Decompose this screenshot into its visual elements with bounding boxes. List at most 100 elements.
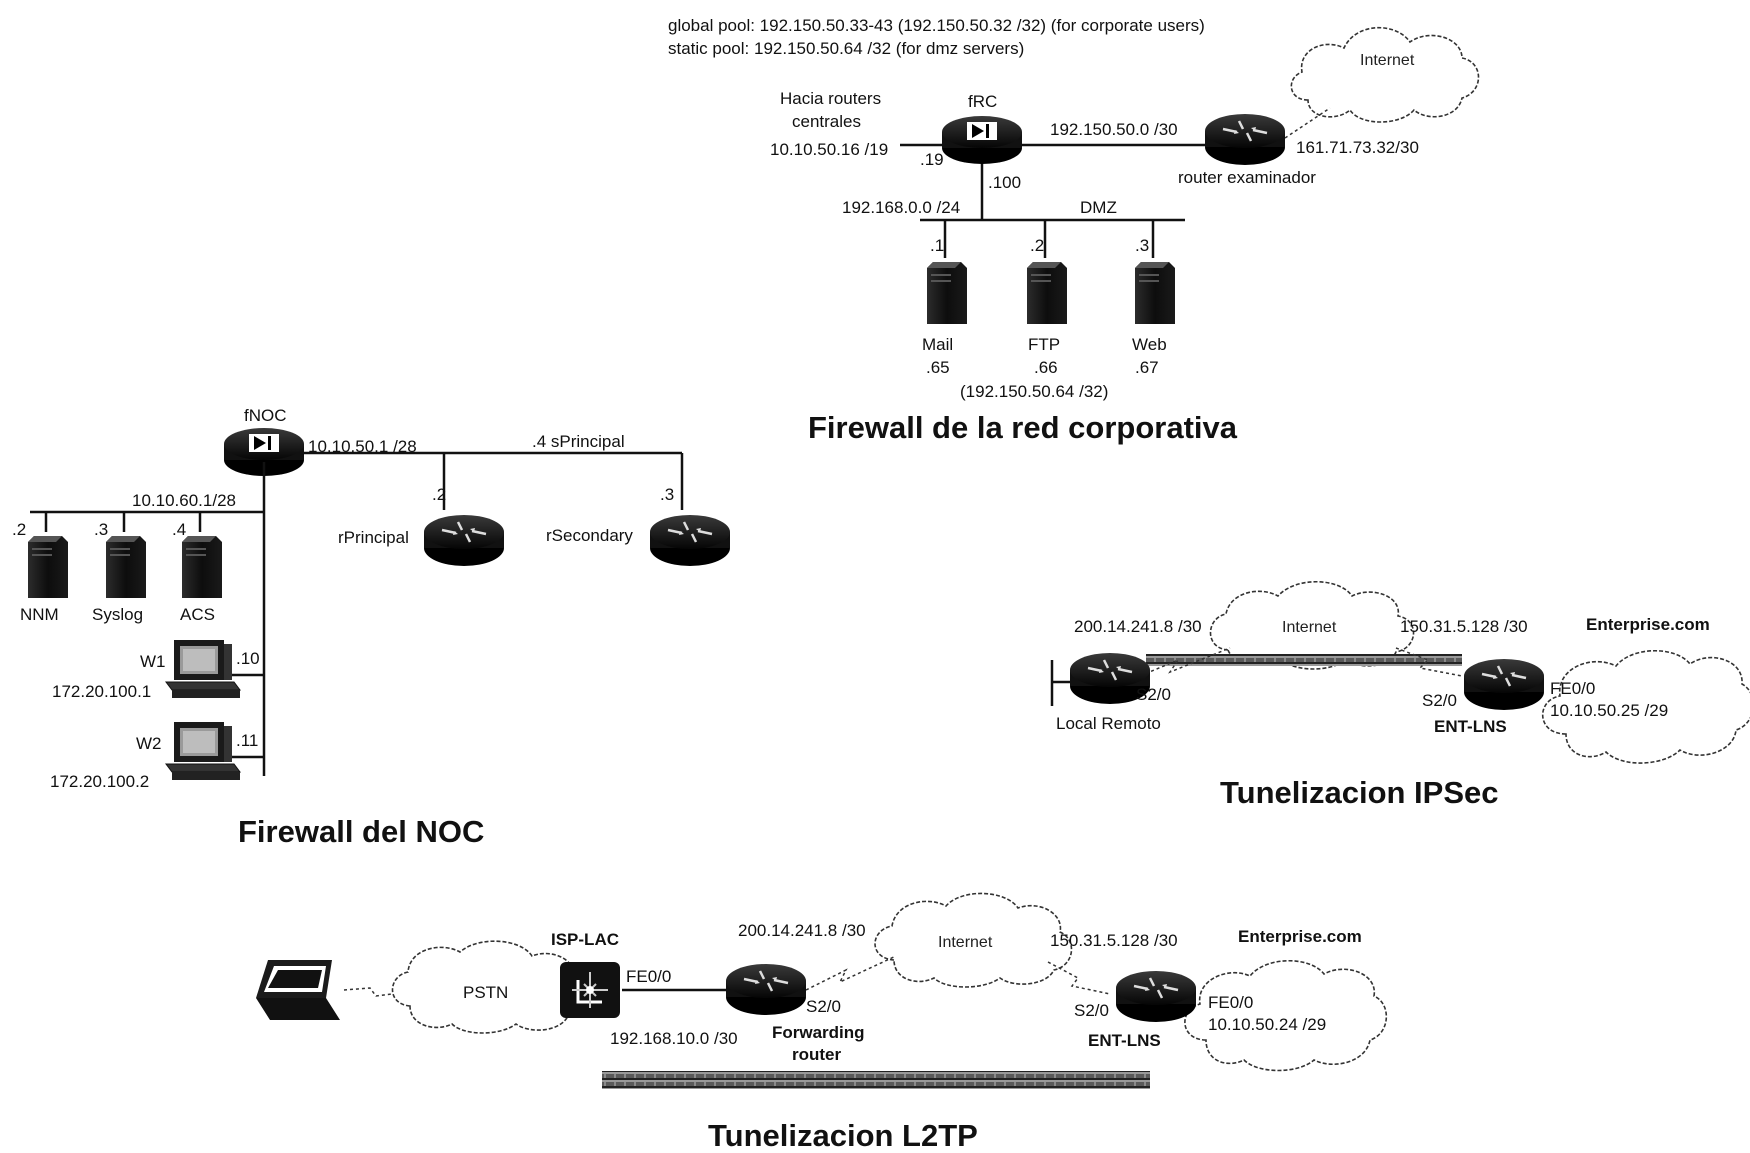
- workstation-addr: 172.20.100.1: [52, 682, 151, 701]
- fnoc-label: fNOC: [244, 406, 287, 425]
- server-name: NNM: [20, 605, 59, 624]
- router-examinador-label: router examinador: [1178, 168, 1316, 187]
- ent-lns-label: ENT-LNS: [1434, 717, 1507, 736]
- internet-cloud: [874, 892, 1073, 988]
- wan-net-label: 192.150.50.0 /30: [1050, 120, 1178, 139]
- l2tp-title: Tunelizacion L2TP: [708, 1118, 978, 1153]
- hacia-label-1: Hacia routers: [780, 89, 881, 108]
- fe-label: FE0/0: [1550, 679, 1595, 698]
- l2tp-tunnel: [602, 1071, 1150, 1089]
- forwarding-if-label: S2/0: [806, 997, 841, 1016]
- hacia-label-2: centrales: [792, 112, 861, 131]
- server-name: FTP: [1028, 335, 1060, 354]
- server-ip: .4: [172, 520, 186, 539]
- workstation-ip: .10: [236, 649, 260, 668]
- forwarding-serial-link: [805, 955, 897, 991]
- ent-lns-router-icon: [1462, 657, 1546, 712]
- dmz-server-ftp: .2 FTP .66: [1027, 236, 1067, 377]
- server-nat: .65: [926, 358, 950, 377]
- fe-net-label: 10.10.50.25 /29: [1550, 701, 1668, 720]
- lns-serial-link: [1047, 961, 1111, 995]
- ipsec-left-net: 200.14.241.8 /30: [1074, 617, 1202, 636]
- global-pool-note: global pool: 192.150.50.33-43 (192.150.5…: [668, 16, 1205, 35]
- server-ip: .3: [94, 520, 108, 539]
- ent-lns-label: ENT-LNS: [1088, 1031, 1161, 1050]
- lns-if-label: S2/0: [1422, 691, 1457, 710]
- static-pool-note: static pool: 192.150.50.64 /32 (for dmz …: [668, 39, 1024, 58]
- router-ip: .3: [660, 485, 674, 504]
- l2tp-left-net: 200.14.241.8 /30: [738, 921, 866, 940]
- workstation-name: W2: [136, 734, 162, 753]
- internet-label: Internet: [938, 934, 993, 951]
- rsecondary-icon: [648, 513, 732, 568]
- dialup-link: [343, 987, 393, 997]
- server-nat: .67: [1135, 358, 1159, 377]
- server-ip: .1: [930, 236, 944, 255]
- server-name: Syslog: [92, 605, 143, 624]
- enterprise-label: Enterprise.com: [1238, 927, 1362, 946]
- l2tp-diagram: PSTN Internet ISP-LAC FE0/0 192.168.10.0…: [256, 892, 1388, 1153]
- router-name: rPrincipal: [338, 528, 409, 547]
- fe-net-label: 10.10.50.24 /29: [1208, 1015, 1326, 1034]
- ipsec-diagram: Internet 200.14.241.8 /30 150.31.5.128 /…: [1050, 580, 1750, 810]
- firewall-frc-icon: [942, 116, 1022, 164]
- dmz-label: DMZ: [1080, 198, 1117, 217]
- noc-net-left: 10.10.60.1/28: [132, 491, 236, 510]
- ipsec-right-net: 150.31.5.128 /30: [1400, 617, 1528, 636]
- internet-cloud: [1290, 26, 1480, 123]
- nnm-server-icon: [28, 536, 68, 598]
- ftp-server-icon: [1027, 262, 1067, 324]
- server-name: Web: [1132, 335, 1167, 354]
- pstn-label: PSTN: [463, 983, 508, 1002]
- frc-left-ip: .19: [920, 150, 944, 169]
- noc-title: Firewall del NOC: [238, 814, 484, 849]
- corporate-network-diagram: global pool: 192.150.50.33-43 (192.150.5…: [668, 16, 1480, 445]
- w1-workstation-icon: [165, 639, 241, 699]
- frc-label: fRC: [968, 92, 997, 111]
- lan-net-label: 192.168.10.0 /30: [610, 1029, 738, 1048]
- rprincipal-icon: [422, 513, 506, 568]
- forwarding-router-icon: [724, 962, 808, 1017]
- isp-lac-label: ISP-LAC: [551, 930, 619, 949]
- server-ip: .2: [12, 520, 26, 539]
- ipsec-title: Tunelizacion IPSec: [1220, 775, 1499, 810]
- local-serial-link: [1139, 647, 1231, 677]
- l2tp-right-net: 150.31.5.128 /30: [1050, 931, 1178, 950]
- fe-label: FE0/0: [1208, 993, 1253, 1012]
- server-ip: .3: [1135, 236, 1149, 255]
- dmz-server-mail: .1 Mail .65: [922, 236, 967, 377]
- syslog-server-icon: [106, 536, 146, 598]
- dmz-net-label: 192.168.0.0 /24: [842, 198, 960, 217]
- forwarding-label-1: Forwarding: [772, 1023, 865, 1042]
- sprincipal-label: .4 sPrincipal: [532, 432, 625, 451]
- forwarding-label-2: router: [792, 1045, 842, 1064]
- dialup-laptop-icon: [256, 960, 340, 1020]
- internet-cloud: [1209, 580, 1415, 670]
- router-ip: .2: [432, 485, 446, 504]
- local-remoto-label: Local Remoto: [1056, 714, 1161, 733]
- frc-down-ip: .100: [988, 173, 1021, 192]
- workstation-name: W1: [140, 652, 166, 671]
- router-name: rSecondary: [546, 526, 633, 545]
- isp-lac-icon: [558, 960, 622, 1020]
- server-name: ACS: [180, 605, 215, 624]
- enterprise-label: Enterprise.com: [1586, 615, 1710, 634]
- lns-serial-link: [1395, 647, 1463, 677]
- workstation-addr: 172.20.100.2: [50, 772, 149, 791]
- ent-lns-router-icon: [1114, 969, 1198, 1024]
- local-if-label: S2/0: [1136, 685, 1171, 704]
- server-ip: .2: [1030, 236, 1044, 255]
- server-nat: .66: [1034, 358, 1058, 377]
- enterprise-cloud: [1541, 649, 1750, 764]
- isp-net-label: 161.71.73.32/30: [1296, 138, 1419, 157]
- dmz-pool-label: (192.150.50.64 /32): [960, 382, 1108, 401]
- noc-network-diagram: fNOC 10.10.50.1 /28 10.10.60.1/28 .4 sPr…: [12, 406, 732, 849]
- acs-server-icon: [182, 536, 222, 598]
- ipsec-tunnel: [1146, 654, 1462, 666]
- noc-net-right: 10.10.50.1 /28: [308, 437, 417, 456]
- enterprise-cloud: [1184, 959, 1388, 1072]
- mail-server-icon: [927, 262, 967, 324]
- web-server-icon: [1135, 262, 1175, 324]
- w2-workstation-icon: [165, 721, 241, 781]
- internet-label: Internet: [1282, 619, 1337, 636]
